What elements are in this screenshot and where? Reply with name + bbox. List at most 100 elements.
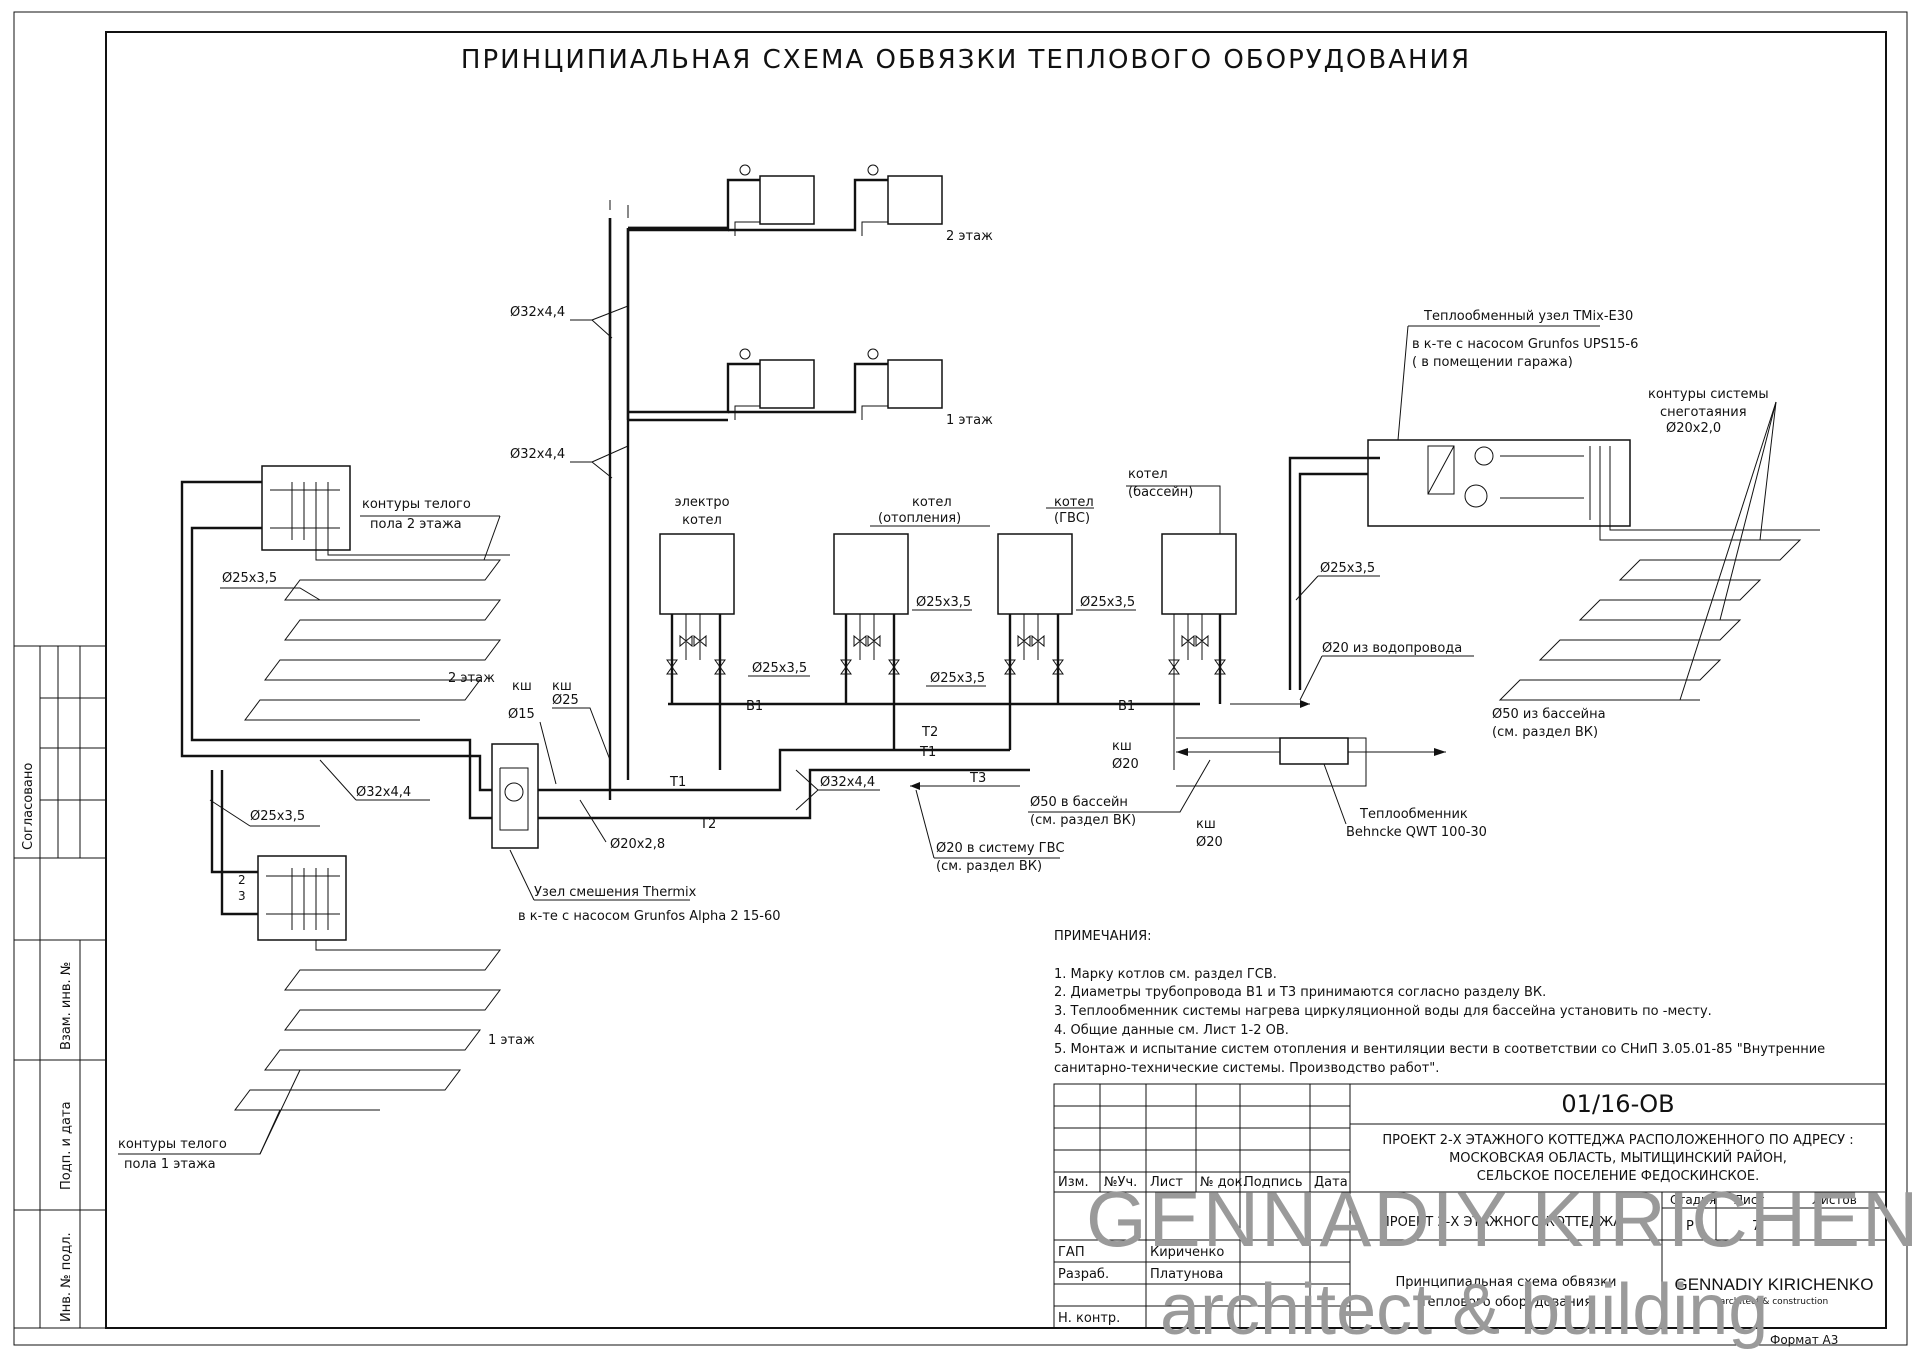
col-nuch: №Уч.	[1104, 1175, 1137, 1190]
label-snow-2: снеготаяния	[1660, 405, 1747, 420]
tmix-unit: Теплообменный узел TMix-E30 в к-те с нас…	[1288, 309, 1638, 690]
note-1: 1. Марку котлов см. раздел ГСВ.	[1054, 967, 1277, 982]
razrab-name: Платунова	[1150, 1267, 1223, 1282]
notes: ПРИМЕЧАНИЯ: 1. Марку котлов см. раздел Г…	[1054, 929, 1825, 1076]
label-hx-2: Behncke QWT 100-30	[1346, 825, 1487, 840]
note-5: 5. Монтаж и испытание систем отопления и…	[1054, 1042, 1825, 1057]
col-izm: Изм.	[1058, 1175, 1089, 1190]
label-fl2: 2 этаж	[448, 671, 495, 686]
notes-header: ПРИМЕЧАНИЯ:	[1054, 929, 1152, 944]
label-t1-b: T1	[919, 745, 936, 760]
label-n2: 2	[238, 873, 246, 887]
label-snow-3: Ø20x2,0	[1666, 421, 1721, 436]
floor-heating-manifold-1: 2 3 1 этаж контуры телого пола 1 этажа Ø…	[118, 770, 535, 1172]
label-tmix-1: Теплообменный узел TMix-E30	[1423, 309, 1633, 324]
title-block: 01/16-ОВ ПРОЕКТ 2-Х ЭТАЖНОГО КОТТЕДЖА РА…	[1053, 1083, 1887, 1347]
boiler-pool: котел (бассейн)	[1126, 467, 1237, 770]
label-pipe-20: Ø20x2,8	[610, 837, 665, 852]
label-kotel-el-1: электро	[674, 495, 729, 510]
label-b1-a: B1	[746, 699, 763, 714]
listov-label: Листов	[1812, 1193, 1857, 1207]
doc-code: 01/16-ОВ	[1561, 1090, 1674, 1118]
format-label: Формат А3	[1770, 1333, 1838, 1347]
label-t1-a: T1	[669, 775, 686, 790]
label-gvs-2: (см. раздел ВК)	[936, 859, 1042, 874]
label-pipe-25-c: Ø25x3,5	[752, 661, 807, 676]
boiler-gvs: котел (ГВС)	[997, 495, 1094, 750]
label-fl1: 1 этаж	[488, 1033, 535, 1048]
label-pipe-25-g: Ø25x3,5	[1320, 561, 1375, 576]
note-3: 3. Теплообменник системы нагрева циркуля…	[1054, 1004, 1712, 1019]
watermark-line1: GENNADIY KIRICHENKO	[1086, 1175, 1920, 1263]
label-pool-in-1: Ø50 из бассейна	[1492, 707, 1606, 722]
list-label: Лист	[1734, 1193, 1764, 1207]
radiator-2b	[887, 175, 943, 225]
label-pipe-25-d: Ø25x3,5	[916, 595, 971, 610]
label-d15: Ø15	[508, 707, 535, 722]
label-hx-1: Теплообменник	[1359, 807, 1468, 822]
label-pool-out-1: Ø50 в бассейн	[1030, 795, 1128, 810]
label-d25: Ø25	[552, 693, 579, 708]
label-kotel-ot-1: котел	[912, 495, 952, 510]
side-stamp: Согласовано Взам. инв. № Подп. и дата Ин…	[13, 645, 107, 1329]
label-n3: 3	[238, 889, 246, 903]
note-4: 4. Общие данные см. Лист 1-2 ОВ.	[1054, 1023, 1289, 1038]
label-t2-a: T2	[699, 817, 716, 832]
stamp-agreed: Согласовано	[21, 763, 36, 850]
label-pipe-25-a: Ø25x3,5	[222, 571, 277, 586]
label-pool-in-2: (см. раздел ВК)	[1492, 725, 1598, 740]
label-floor2-rad: 2 этаж	[946, 229, 993, 244]
radiator-1b	[887, 359, 943, 409]
address-2: МОСКОВСКАЯ ОБЛАСТЬ, МЫТИЩИНСКИЙ РАЙОН,	[1449, 1150, 1787, 1166]
label-kotel-gvs-2: (ГВС)	[1054, 511, 1090, 526]
line-t2	[628, 768, 1030, 820]
watermark-line2: architect & building	[1160, 1270, 1768, 1350]
boiler-electric: электро котел	[659, 495, 735, 770]
label-ksh-d: кш	[1196, 817, 1216, 832]
label-floor1-rad: 1 этаж	[946, 413, 993, 428]
gap-label: ГАП	[1058, 1245, 1085, 1260]
stadiya-label: Стадия	[1670, 1193, 1716, 1207]
nkontr-label: Н. контр.	[1058, 1311, 1120, 1326]
label-pool-out-2: (см. раздел ВК)	[1030, 813, 1136, 828]
label-ksh-b: кш	[552, 679, 572, 694]
label-t2-b: T2	[921, 725, 938, 740]
label-ksh-c: кш	[1112, 739, 1132, 754]
pool-heat-exchanger: Теплообменник Behncke QWT 100-30	[1176, 737, 1487, 840]
floor-heating-manifold-2: контуры телого пола 2 этажа 2 этаж Ø25x3…	[180, 465, 510, 820]
stamp-inv: Инв. № подл.	[59, 1232, 74, 1322]
radiator-group-floor2: 2 этаж	[608, 164, 993, 420]
radiator-group-floor1: 1 этаж	[628, 348, 993, 428]
stamp-podp: Подп. и дата	[59, 1101, 74, 1190]
radiator-2a	[759, 175, 815, 225]
label-tmix-2: в к-те с насосом Grunfos UPS15-6	[1412, 337, 1638, 352]
stadiya-value: Р	[1686, 1219, 1694, 1234]
col-podpis: Подпись	[1244, 1175, 1302, 1190]
label-thermix-1: Узел смешения Thermix	[534, 885, 697, 900]
label-thermix-2: в к-те с насосом Grunfos Alpha 2 15-60	[518, 909, 781, 924]
label-pipe-32-d: Ø32x4,4	[820, 775, 875, 790]
label-kotel-ot-2: (отопления)	[878, 511, 961, 526]
boiler-heating: котел (отопления)	[833, 495, 990, 750]
col-list: Лист	[1150, 1175, 1183, 1190]
label-b1-b: B1	[1118, 699, 1135, 714]
label-t3: T3	[969, 771, 986, 786]
note-2: 2. Диаметры трубопровода В1 и Т3 принима…	[1054, 985, 1546, 1000]
label-tmix-3: ( в помещении гаража)	[1412, 355, 1573, 370]
drawing-title: ПРИНЦИПИАЛЬНАЯ СХЕМА ОБВЯЗКИ ТЕПЛОВОГО О…	[461, 45, 1471, 75]
label-pipe-32-a: Ø32x4,4	[510, 305, 565, 320]
label-snow-1: контуры системы	[1648, 387, 1769, 402]
label-kotel-bas-1: котел	[1128, 467, 1168, 482]
label-water-in: Ø20 из водопровода	[1322, 641, 1462, 656]
label-pipe-25-e: Ø25x3,5	[930, 671, 985, 686]
label-kotel-el-2: котел	[682, 513, 722, 528]
razrab-label: Разраб.	[1058, 1267, 1109, 1282]
list-value: 7	[1752, 1219, 1760, 1234]
label-pipe-25-f: Ø25x3,5	[1080, 595, 1135, 610]
stamp-vzam: Взам. инв. №	[59, 962, 74, 1050]
address-3: СЕЛЬСКОЕ ПОСЕЛЕНИЕ ФЕДОСКИНСКОЕ.	[1477, 1169, 1760, 1184]
col-ndok: № док.	[1200, 1175, 1247, 1190]
project-name: ПРОЕКТ 2-Х ЭТАЖНОГО КОТТЕДЖА	[1380, 1215, 1622, 1230]
label-floor-heat1-1: контуры телого	[118, 1137, 227, 1152]
